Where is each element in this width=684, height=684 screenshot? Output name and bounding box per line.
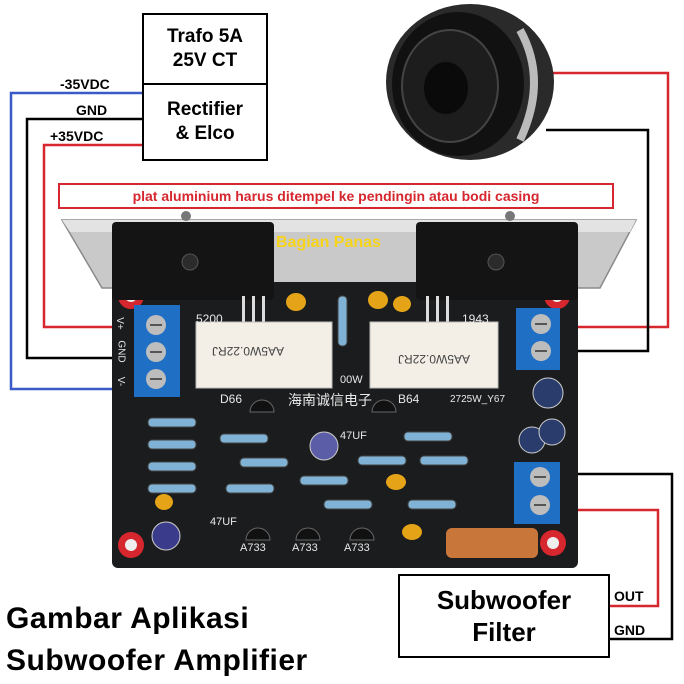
pos-rail-label: +35VDC <box>50 128 104 144</box>
power-transistor-right <box>416 222 578 326</box>
pos-rail-wire <box>42 143 142 329</box>
transformer-line2: 25V CT <box>172 50 238 71</box>
power-terminal-block <box>134 305 180 397</box>
rectifier-line2: & Elco <box>175 123 235 144</box>
ceramic-capacitors <box>155 291 422 540</box>
input-terminal-block <box>514 462 560 524</box>
silk-cap-mid: 47UF <box>340 430 367 442</box>
silk-resistor-left: AA5W0.22RJ <box>212 344 285 358</box>
filter-gnd-label: GND <box>614 622 646 638</box>
speaker-terminal-block <box>516 308 560 370</box>
silk-pin-vplus: V+ <box>113 317 125 330</box>
cement-resistor-left <box>195 321 333 389</box>
subwoofer-speaker-image <box>386 4 554 160</box>
speaker-pos-wire <box>546 71 670 329</box>
small-resistors <box>147 295 469 510</box>
subwoofer-filter-box: Subwoofer Filter <box>398 574 610 658</box>
filter-line1: Subwoofer <box>436 584 572 615</box>
rectifier-box: Rectifier & Elco <box>142 83 268 161</box>
transformer-line1: Trafo 5A <box>166 26 244 48</box>
rectifier-line1: Rectifier <box>166 99 244 121</box>
heatsink-note: plat aluminium harus ditempel ke pending… <box>58 183 614 209</box>
silk-d66: D66 <box>220 392 243 406</box>
transformer-box: Trafo 5A 25V CT <box>142 13 268 85</box>
gnd-rail-label: GND <box>76 102 108 118</box>
silk-power: 00W <box>340 374 363 386</box>
silk-left-transistor: 5200 <box>196 312 223 326</box>
neg-rail-label: -35VDC <box>60 76 110 92</box>
silk-pin-gnd: GND <box>115 340 127 363</box>
hot-zone-label: Bagian Panas <box>276 234 381 251</box>
film-capacitor <box>446 528 538 558</box>
silk-resistor-right: AA5W0.22RJ <box>398 352 471 366</box>
cement-resistor-right <box>369 321 499 389</box>
small-transistors <box>245 399 397 541</box>
silk-right-transistor: 1943 <box>462 312 489 326</box>
caption-line2: Subwoofer Amplifier <box>6 644 308 677</box>
gnd-rail-wire <box>25 117 142 360</box>
silk-brand: 海南诚信电子 <box>288 393 372 409</box>
filter-gnd-wire <box>560 472 674 641</box>
neg-rail-wire <box>9 91 142 391</box>
caption-line1: Gambar Aplikasi <box>6 602 250 635</box>
silk-model: 2725W_Y67 <box>450 394 506 405</box>
filter-out-wire <box>560 508 660 608</box>
silk-cap-left: 47UF <box>210 516 237 528</box>
silk-pin-vminus: V- <box>115 376 127 387</box>
filter-out-label: OUT <box>614 588 644 604</box>
silk-t3: A733 <box>344 542 370 554</box>
silk-t1: A733 <box>240 542 266 554</box>
electrolytic-capacitors <box>151 377 566 551</box>
power-transistor-left <box>112 222 274 326</box>
silk-b64: B64 <box>398 392 420 406</box>
filter-line2: Filter <box>472 617 536 647</box>
silk-t2: A733 <box>292 542 318 554</box>
speaker-neg-wire <box>546 128 650 353</box>
